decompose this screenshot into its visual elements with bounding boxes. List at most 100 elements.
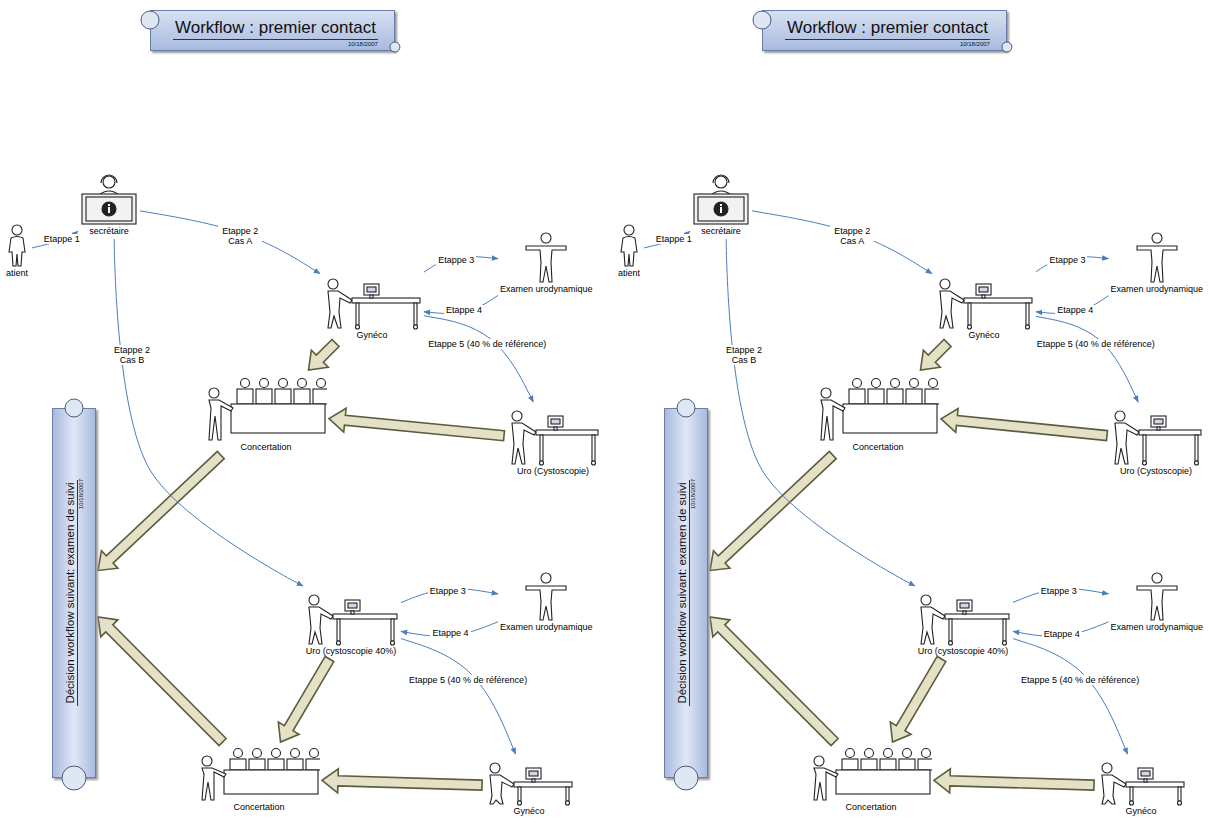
figure-icon bbox=[692, 174, 750, 226]
figure-icon bbox=[915, 588, 1011, 646]
step-label: Etappe 5 (40 % de référence) bbox=[1019, 675, 1141, 685]
figure-icon bbox=[506, 404, 600, 466]
flow-arrow bbox=[401, 639, 516, 754]
date-stamp: 10/18/2007 bbox=[690, 479, 696, 509]
desk-icon bbox=[512, 411, 598, 465]
role-label: Uro (Cystoscopie) bbox=[506, 466, 600, 477]
role-label: Uro (cystoscopie 40%) bbox=[305, 646, 397, 657]
exam-figure: Examen urodynamique bbox=[1110, 232, 1203, 295]
person-icon bbox=[9, 225, 25, 266]
figure-icon bbox=[817, 372, 939, 442]
role-label: atient bbox=[616, 268, 642, 279]
flow-arrow bbox=[140, 211, 320, 274]
meeting-table: Concertation bbox=[817, 372, 939, 453]
heading-text: Workflow : premier contact bbox=[173, 18, 378, 40]
heading-text: Décision workflow suivant: examen de sui… bbox=[64, 480, 78, 705]
step-label: Etappe 2 Cas A bbox=[830, 226, 874, 246]
step-label: Etappe 2 Cas B bbox=[722, 345, 766, 365]
figure-icon bbox=[810, 744, 932, 802]
step-label: Etappe 4 bbox=[1055, 305, 1095, 315]
doctor-station: Uro (Cystoscopie) bbox=[506, 404, 600, 477]
date-stamp: 10/18/2007 bbox=[785, 41, 990, 47]
desk-icon bbox=[1102, 763, 1184, 805]
meeting-table: Concertation bbox=[810, 744, 932, 813]
doctor-station: Gynéco bbox=[322, 272, 422, 341]
meeting-icon bbox=[821, 379, 939, 441]
spread-icon bbox=[526, 573, 566, 620]
step-label: Etappe 3 bbox=[428, 586, 468, 596]
flow-arrow bbox=[424, 316, 533, 402]
figure-icon bbox=[1135, 232, 1179, 284]
role-label: Gynéco bbox=[484, 806, 574, 817]
flow-arrow bbox=[1013, 639, 1128, 754]
decision-scroll: Décision workflow suivant: examen de sui… bbox=[664, 408, 708, 778]
figure-icon bbox=[484, 756, 574, 806]
step-label: Etappe 5 (40 % de référence) bbox=[407, 675, 529, 685]
referral-arrow bbox=[921, 339, 952, 370]
date-stamp: 10/18/2007 bbox=[173, 41, 378, 47]
step-label: Etappe 4 bbox=[444, 305, 484, 315]
role-label: secrétaire bbox=[692, 226, 750, 237]
scroll-text-box: Décision workflow suivant: examen de sui… bbox=[665, 409, 707, 777]
desk-icon bbox=[921, 595, 1009, 645]
patient-figure: atient bbox=[4, 224, 30, 279]
step-label: Etappe 2 Cas A bbox=[218, 226, 262, 246]
step-label: Etappe 2 Cas B bbox=[110, 345, 154, 365]
title-banner: Workflow : premier contact10/18/2007 bbox=[762, 10, 1007, 51]
referral-arrow bbox=[98, 451, 224, 570]
step-label: Etappe 4 bbox=[1042, 629, 1082, 639]
figure-icon bbox=[80, 174, 138, 226]
decision-scroll: Décision workflow suivant: examen de sui… bbox=[52, 408, 96, 778]
secretary-icon bbox=[694, 175, 748, 224]
figure-icon bbox=[322, 272, 422, 330]
role-label: Uro (cystoscopie 40%) bbox=[917, 646, 1009, 657]
desk-icon bbox=[328, 279, 420, 329]
heading-text: Décision workflow suivant: examen de sui… bbox=[676, 480, 690, 705]
figure-icon bbox=[1096, 756, 1186, 806]
desk-icon bbox=[490, 763, 572, 805]
doctor-station: Gynéco bbox=[484, 756, 574, 817]
secretary-icon bbox=[82, 175, 136, 224]
flow-arrow bbox=[752, 211, 932, 274]
date-stamp: 10/18/2007 bbox=[78, 479, 84, 509]
role-label: Gynéco bbox=[934, 330, 1034, 341]
figure-icon bbox=[934, 272, 1034, 330]
figure-icon bbox=[4, 224, 30, 268]
exam-figure: Examen urodynamique bbox=[1110, 572, 1203, 633]
figure-icon bbox=[303, 588, 399, 646]
doctor-station: Uro (cystoscopie 40%) bbox=[915, 588, 1011, 657]
secretary-desk: secrétaire bbox=[80, 174, 138, 237]
desk-icon bbox=[309, 595, 397, 645]
referral-arrow bbox=[98, 617, 226, 745]
spread-icon bbox=[1137, 573, 1177, 620]
role-label: Gynéco bbox=[322, 330, 422, 341]
meeting-table: Concertation bbox=[198, 744, 320, 813]
role-label: atient bbox=[4, 268, 30, 279]
desk-icon bbox=[1115, 411, 1201, 465]
meeting-table: Concertation bbox=[205, 372, 327, 453]
step-label: Etappe 5 (40 % de référence) bbox=[426, 339, 548, 349]
role-label: Examen urodynamique bbox=[500, 622, 593, 633]
role-label: Concertation bbox=[817, 442, 939, 453]
figure-icon bbox=[1109, 404, 1203, 466]
secretary-desk: secrétaire bbox=[692, 174, 750, 237]
referral-arrow bbox=[329, 408, 504, 440]
referral-arrow bbox=[710, 451, 836, 570]
meeting-icon bbox=[202, 749, 320, 801]
role-label: Concertation bbox=[810, 802, 932, 813]
figure-icon bbox=[524, 232, 568, 284]
heading-text: Workflow : premier contact bbox=[785, 18, 990, 40]
doctor-station: Gynéco bbox=[1096, 756, 1186, 817]
figure-icon bbox=[205, 372, 327, 442]
title-banner: Workflow : premier contact10/18/2007 bbox=[150, 10, 395, 51]
desk-icon bbox=[940, 279, 1032, 329]
doctor-station: Uro (Cystoscopie) bbox=[1109, 404, 1203, 477]
doctor-station: Uro (cystoscopie 40%) bbox=[303, 588, 399, 657]
referral-arrow bbox=[941, 409, 1108, 441]
role-label: Concertation bbox=[198, 802, 320, 813]
role-label: Gynéco bbox=[1096, 806, 1186, 817]
step-label: Etappe 3 bbox=[1047, 255, 1087, 265]
spread-icon bbox=[526, 233, 566, 282]
